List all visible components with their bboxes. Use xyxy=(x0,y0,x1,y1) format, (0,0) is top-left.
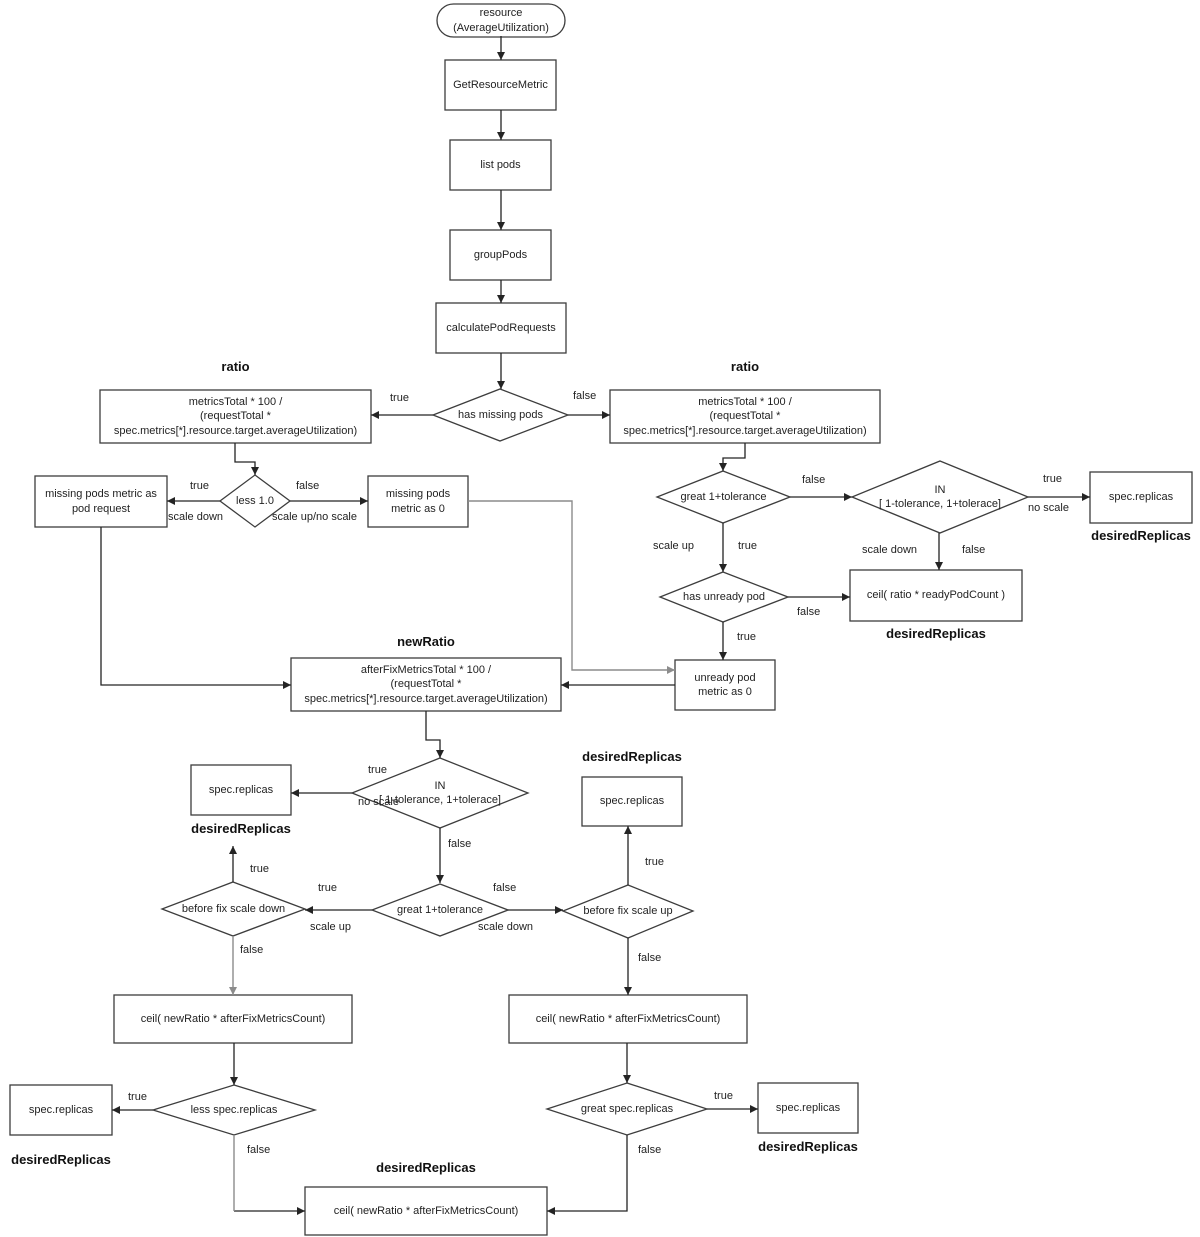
box-ratio-right xyxy=(609,389,881,444)
box-spec-replicas-bottom-right xyxy=(757,1082,859,1134)
box-spec-replicas-mid-left xyxy=(190,764,292,816)
diamond-in-tolerance-2 xyxy=(350,757,530,829)
terminator-resource xyxy=(436,3,566,38)
edge-ratioright-to-great1 xyxy=(719,443,746,471)
diamond-less-spec-replicas xyxy=(150,1084,318,1136)
diamond-before-fix-scale-up xyxy=(561,884,695,939)
diamond-has-unready-pod xyxy=(658,571,790,623)
box-new-ratio xyxy=(290,657,562,712)
box-ratio-left xyxy=(99,389,372,444)
box-spec-replicas-mid-right xyxy=(581,776,683,827)
edge-greatspec-false xyxy=(547,1135,628,1215)
box-list-pods xyxy=(449,139,552,191)
diamond-less-1-0 xyxy=(218,474,292,528)
diamond-great-spec-replicas xyxy=(544,1082,710,1136)
diamond-great-1-tolerance-1 xyxy=(655,470,792,524)
diamond-has-missing-pods xyxy=(431,388,570,442)
box-ceil-new-ratio-right xyxy=(508,994,748,1044)
box-spec-replicas-top-right xyxy=(1089,471,1193,524)
box-ceil-new-ratio-bottom xyxy=(304,1186,548,1236)
edge-missingrequest-to-newratio xyxy=(100,527,291,689)
box-ceil-new-ratio-left xyxy=(113,994,353,1044)
box-get-resource-metric xyxy=(444,59,557,111)
box-ceil-ratio-ready xyxy=(849,569,1023,622)
diamond-great-1-tolerance-2 xyxy=(370,883,510,937)
edge-missing0-to-unreadybox xyxy=(468,500,675,674)
box-spec-replicas-bottom-left xyxy=(9,1084,113,1136)
edge-newratio-to-in2 xyxy=(425,711,444,758)
box-unready-pod-as-0 xyxy=(674,659,776,711)
box-calculate-pod-requests xyxy=(435,302,567,354)
diamond-before-fix-scale-down xyxy=(160,881,307,937)
box-group-pods xyxy=(449,229,552,281)
edge-ratioleft-to-less10 xyxy=(234,443,259,475)
diamond-in-tolerance-1 xyxy=(850,460,1030,534)
box-missing-pods-as-request xyxy=(34,475,168,528)
box-missing-pods-as-0 xyxy=(367,475,469,528)
